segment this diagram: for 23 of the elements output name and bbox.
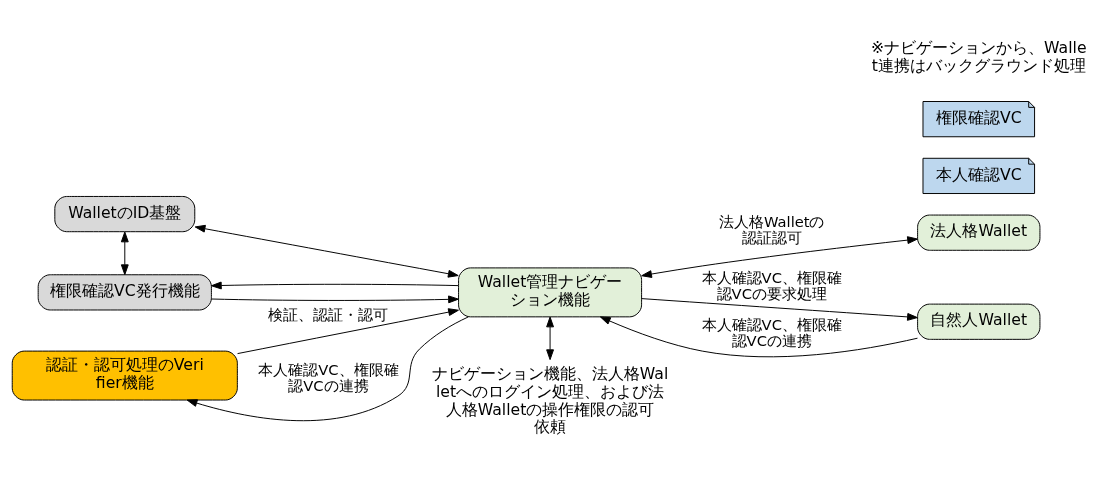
arrow (210, 295, 459, 304)
node-box: 法人格Wallet (917, 214, 1041, 251)
node-box: 認証・認可処理のVerifier機能 (11, 350, 238, 401)
node-box: Wallet管理ナビゲーション機能 (458, 267, 643, 318)
edge-label: 検証、認証・認可 (268, 305, 389, 323)
edge-label: 本人確認VC、権限確認VCの連携 (701, 315, 842, 350)
arrow (194, 224, 459, 278)
node-box: WalletのID基盤 (54, 195, 196, 233)
node-text: ナビゲーション機能、法人格Walletへのログイン処理、および法人格Walletの操作権限の認可依頼 (431, 364, 669, 437)
node-box: 自然人Wallet (917, 303, 1041, 340)
arrow (210, 281, 459, 290)
node-box: 権限確認VC発行機能 (37, 274, 212, 311)
arrow (186, 316, 469, 422)
edge-label: 本人確認VC、権限確認VCの要求処理 (701, 268, 842, 303)
edge-label: 法人格Walletの認証認可 (719, 212, 825, 247)
arrow (120, 231, 129, 276)
edge-label: 本人確認VC、権限確認VCの連携 (258, 360, 399, 395)
arrow (546, 316, 554, 361)
arrow (641, 236, 918, 278)
arrow (641, 298, 918, 321)
label: ※ナビゲーションから、Wallet連携はバックグラウンド処理 (871, 38, 1087, 75)
arrow (599, 316, 918, 358)
arrow (237, 308, 459, 355)
